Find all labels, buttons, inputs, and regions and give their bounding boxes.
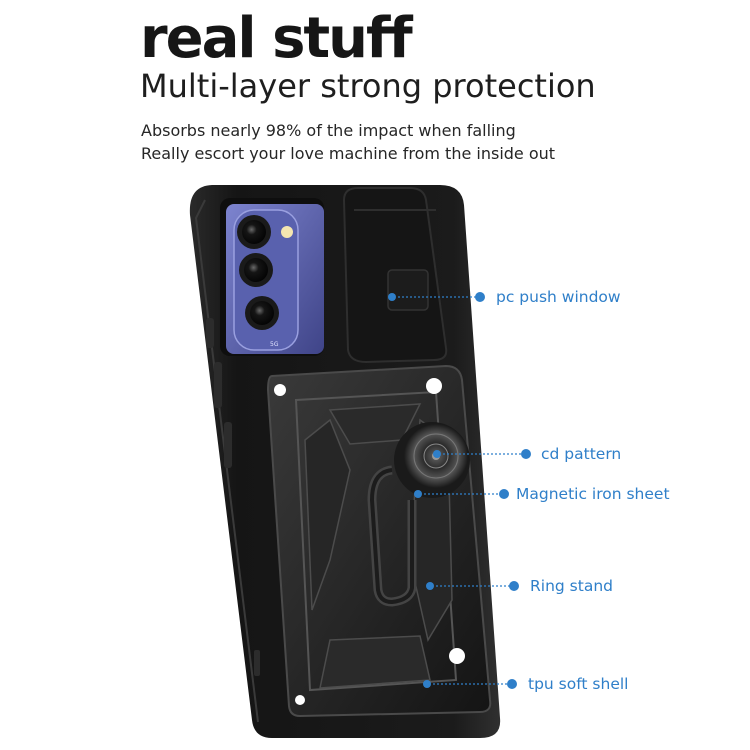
ring-stand [367, 465, 417, 607]
callout-label-cd-pattern: cd pattern [541, 445, 622, 463]
camera-label: 5G [270, 341, 279, 348]
callout-pc-push-window [388, 292, 485, 302]
push-window-slider [342, 187, 448, 364]
description-line-1: Absorbs nearly 98% of the impact when fa… [141, 121, 516, 140]
callout-label-ring-stand: Ring stand [530, 577, 613, 595]
camera-module: 5G [220, 198, 324, 356]
description-line-2: Really escort your love machine from the… [141, 144, 556, 163]
callout-label-magnetic-iron-sheet: Magnetic iron sheet [516, 485, 670, 503]
callout-magnetic-iron-sheet [414, 489, 509, 499]
callout-label-tpu-soft-shell: tpu soft shell [528, 675, 629, 693]
callout-label-pc-push-window: pc push window [496, 288, 621, 306]
headline: real stuff [140, 6, 413, 71]
callout-cd-pattern [433, 449, 531, 459]
callout-ring-stand [426, 581, 519, 591]
cd-pattern-knob [394, 422, 470, 498]
callout-tpu-soft-shell [423, 679, 517, 689]
subheadline: Multi-layer strong protection [140, 67, 596, 105]
